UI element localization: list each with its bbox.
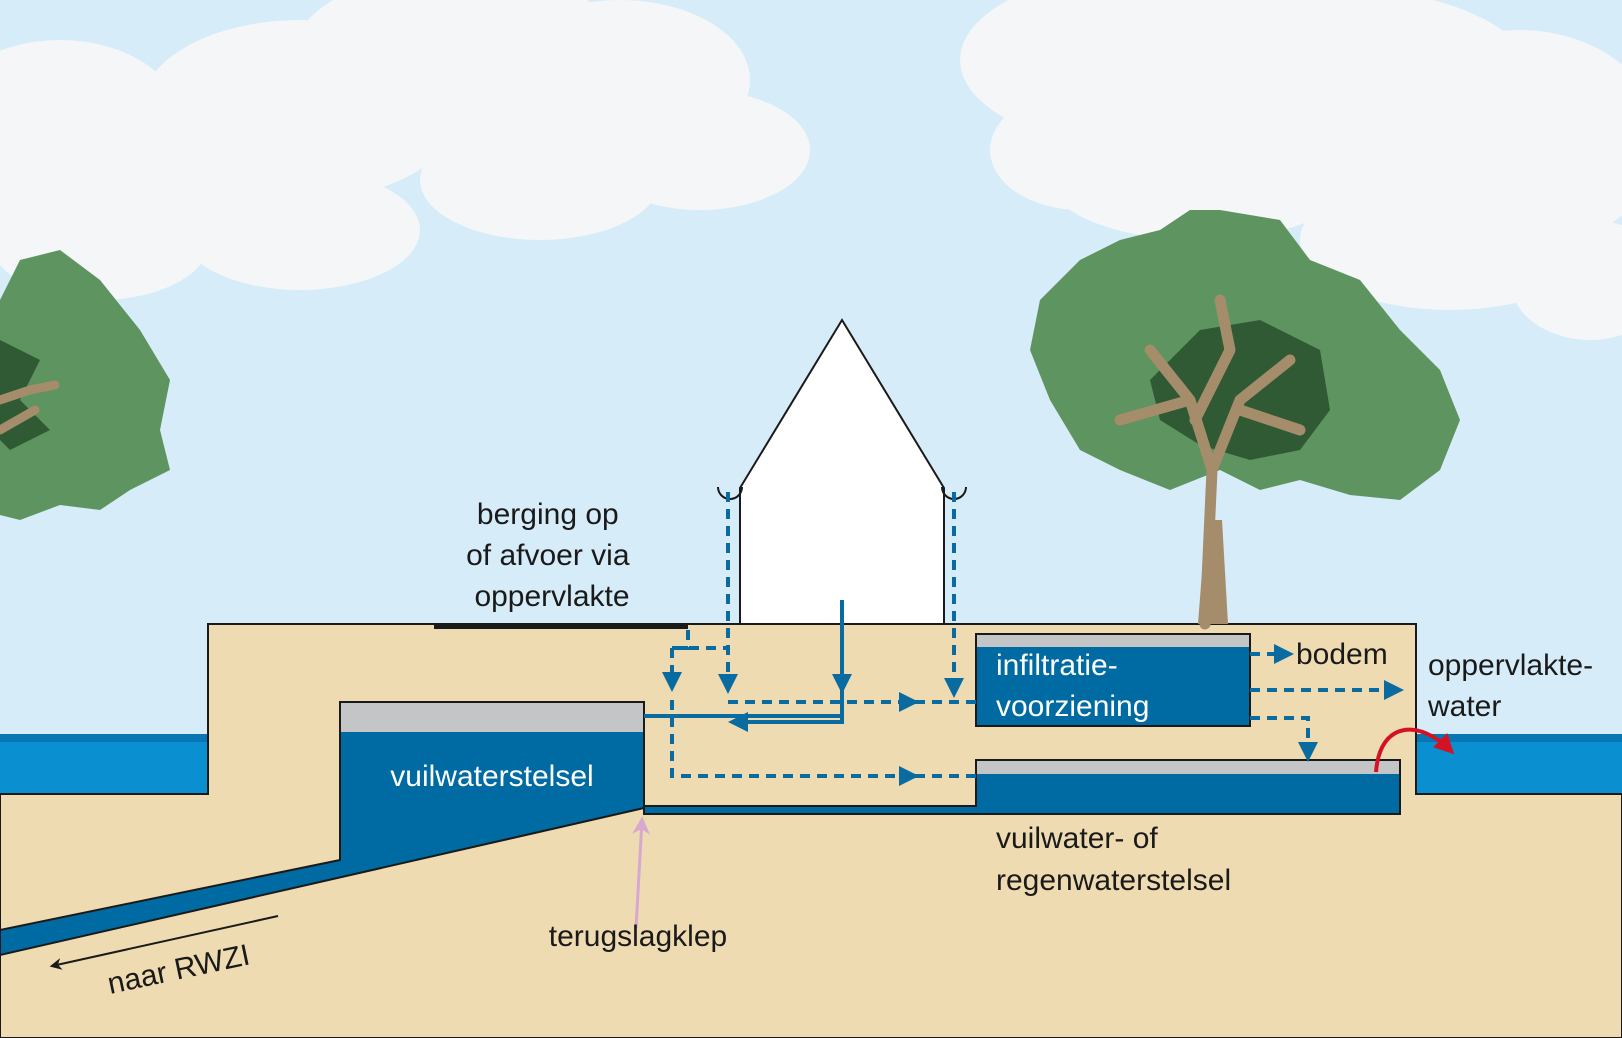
foul-sewer-tank <box>0 701 645 957</box>
tree-icon <box>1030 210 1460 630</box>
surface-storage-strip <box>434 623 688 629</box>
surface-water-label: oppervlakte- water <box>1427 649 1601 723</box>
ground <box>0 623 1622 1038</box>
check-valve-arrow-icon <box>632 816 651 929</box>
flow-arrows <box>644 492 1404 786</box>
house-icon <box>717 318 967 625</box>
infiltration-tank <box>975 633 1251 727</box>
drain-arrow-icon <box>49 915 279 970</box>
storm-or-foul-sewer <box>643 759 1401 815</box>
infiltration-label: infiltratie- voorziening <box>996 649 1149 723</box>
foul-sewer-label: vuilwaterstelsel <box>390 760 593 793</box>
check-valve-label: terugslagklep <box>549 920 727 953</box>
tree-icon <box>0 250 170 520</box>
surface-storage-label: berging op of afvoer via oppervlakte <box>466 498 638 613</box>
foul-or-storm-sewer-label: vuilwater- of regenwaterstelsel <box>996 822 1231 897</box>
surface-water-left <box>0 734 210 794</box>
overflow-arrow-icon <box>1374 727 1455 773</box>
soil-label: bodem <box>1296 638 1388 671</box>
cloud-icon <box>0 0 1622 340</box>
